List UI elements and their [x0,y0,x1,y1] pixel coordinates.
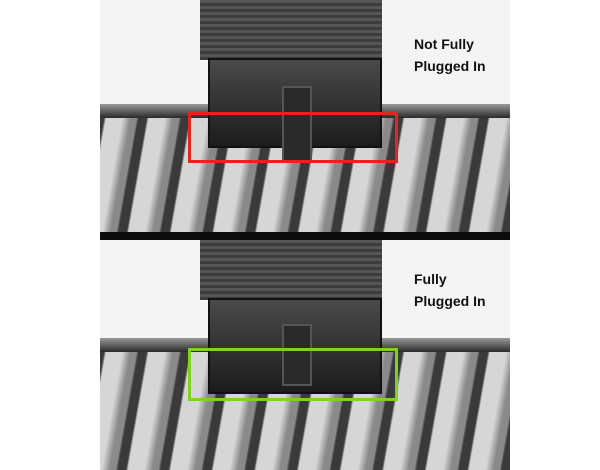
label-line: Plugged In [414,58,486,74]
not-fully-plugged-label: Not Fully Plugged In [414,33,486,77]
fully-plugged-photo [100,240,510,470]
red-highlight-box [188,112,398,163]
cable-sleeve [200,240,382,300]
cable-sleeve [200,0,382,60]
label-line: Plugged In [414,293,486,309]
fully-plugged-label: Fully Plugged In [414,268,486,312]
connector-latch [282,86,312,162]
label-line: Not Fully [414,36,474,52]
green-highlight-box [188,348,398,401]
divider [100,232,510,240]
connector-latch [282,324,312,386]
label-line: Fully [414,271,447,287]
not-fully-plugged-photo [100,0,510,232]
